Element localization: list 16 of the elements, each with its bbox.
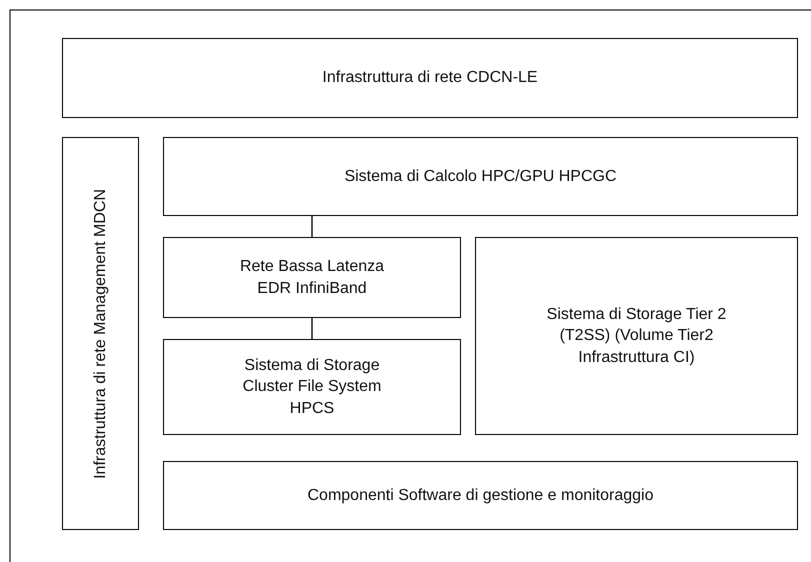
box-label: Infrastruttura di rete Management MDCN: [90, 188, 110, 478]
box-label: Componenti Software di gestione e monitoraggio: [308, 486, 654, 506]
management-network-box: [62, 137, 139, 530]
storage-box: [163, 339, 461, 435]
connector-line: [311, 318, 313, 339]
network-layer-box: [62, 38, 798, 118]
box-label: Sistema di Storage Tier 2 (T2SS) (Volume Tier2 Infrastruttura CI): [546, 304, 728, 368]
compute-system-box: [163, 137, 798, 216]
connector-line: [311, 216, 313, 237]
box-label: Sistema di Calcolo HPC/GPU HPCGC: [344, 166, 617, 187]
box-label: Rete Bassa Latenza EDR InfiniBand: [238, 256, 386, 298]
software-layer-box: [163, 461, 798, 530]
box-label: Infrastruttura di rete CDCN-LE: [322, 68, 538, 88]
box-label: Sistema di Storage Cluster File System HPCS: [242, 356, 382, 419]
storage-box: [475, 237, 798, 435]
network-box: [163, 237, 461, 318]
